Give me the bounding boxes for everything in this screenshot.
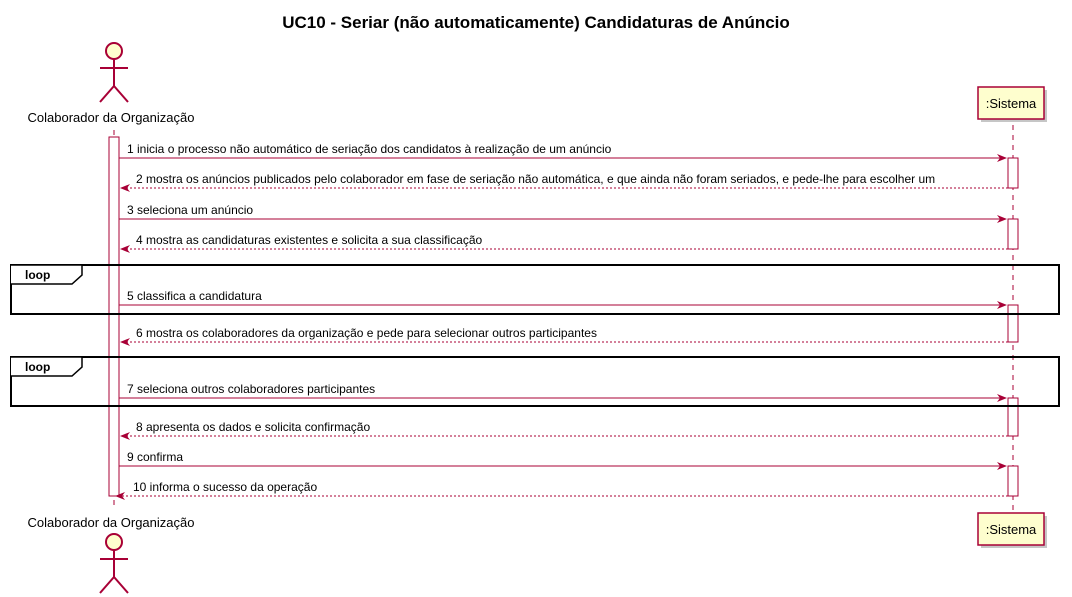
message-7: 7 seleciona outros colaboradores partici… <box>119 382 1007 402</box>
message-5: 5 classifica a candidatura <box>119 289 1007 309</box>
message-label: 4 mostra as candidaturas existentes e so… <box>136 233 482 247</box>
actor-top: Colaborador da Organização <box>28 42 195 125</box>
message-label: 3 seleciona um anúncio <box>127 203 253 217</box>
message-6: 6 mostra os colaboradores da organização… <box>120 326 1008 346</box>
message-1: 1 inicia o processo não automático de se… <box>119 142 1007 162</box>
actor-bottom: Colaborador da Organização <box>28 515 195 594</box>
message-2: 2 mostra os anúncios publicados pelo col… <box>120 172 1008 192</box>
system-activation-bar <box>1007 157 1019 189</box>
loop-frame-2: loop <box>10 356 1060 407</box>
message-label: 6 mostra os colaboradores da organização… <box>136 326 597 340</box>
stick-figure-icon <box>99 533 129 594</box>
system-box-top: :Sistema <box>977 86 1047 122</box>
message-9: 9 confirma <box>119 450 1007 470</box>
actor-label-bottom: Colaborador da Organização <box>28 515 195 530</box>
system-activation-bar <box>1007 218 1019 250</box>
system-label-top: :Sistema <box>986 96 1037 111</box>
message-label: 2 mostra os anúncios publicados pelo col… <box>136 172 935 186</box>
system-box-bottom: :Sistema <box>977 512 1047 548</box>
loop-label: loop <box>25 360 50 374</box>
message-label: 8 apresenta os dados e solicita confirma… <box>136 420 370 434</box>
message-4: 4 mostra as candidaturas existentes e so… <box>120 233 1008 253</box>
system-activation-bar <box>1007 304 1019 343</box>
message-label: 1 inicia o processo não automático de se… <box>127 142 612 156</box>
message-label: 7 seleciona outros colaboradores partici… <box>127 382 375 396</box>
message-label: 10 informa o sucesso da operação <box>133 480 317 494</box>
loop-frame-1: loop <box>10 264 1060 315</box>
system-label-bottom: :Sistema <box>986 522 1037 537</box>
message-label: 5 classifica a candidatura <box>127 289 262 303</box>
diagram-title: UC10 - Seriar (não automaticamente) Cand… <box>282 13 790 32</box>
stick-figure-icon <box>99 42 129 103</box>
message-3: 3 seleciona um anúncio <box>119 203 1007 223</box>
system-activation-bar <box>1007 397 1019 437</box>
actor-label-top: Colaborador da Organização <box>28 110 195 125</box>
message-label: 9 confirma <box>127 450 183 464</box>
loop-label: loop <box>25 268 50 282</box>
actor-activation-bar <box>108 136 120 497</box>
system-activation-bar <box>1007 465 1019 497</box>
message-10: 10 informa o sucesso da operação <box>115 480 1008 500</box>
message-8: 8 apresenta os dados e solicita confirma… <box>120 420 1008 440</box>
